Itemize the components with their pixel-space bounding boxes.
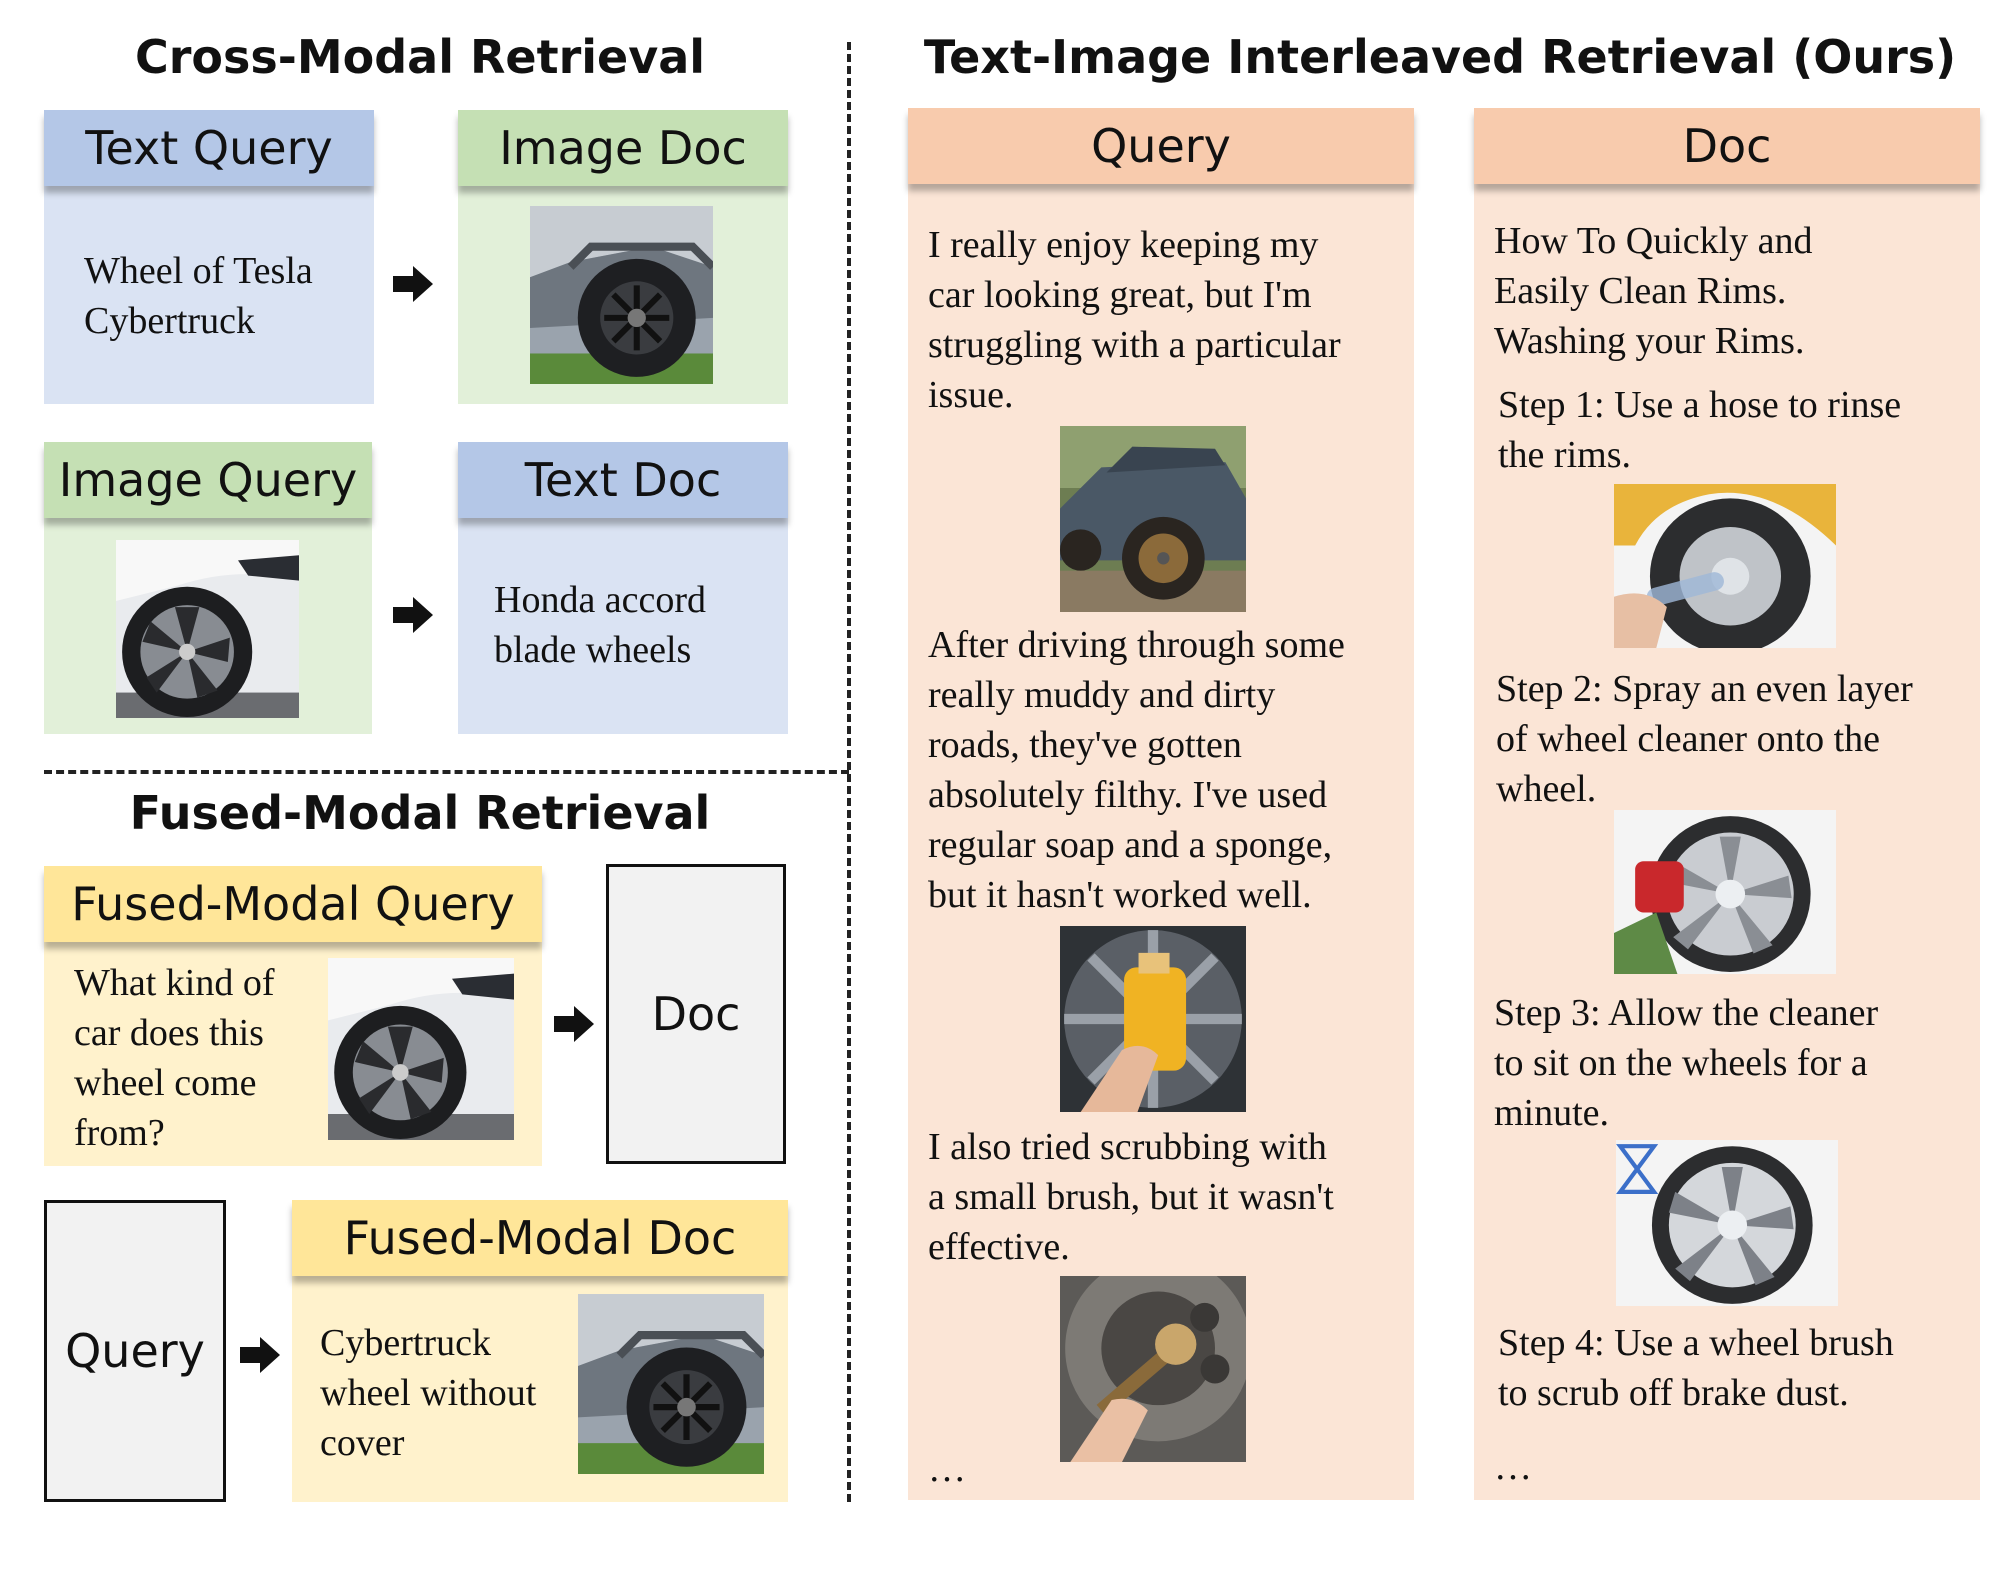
query-ellipsis: … <box>928 1448 966 1490</box>
doc-step-3: Step 3: Allow the cleaner to sit on the … <box>1494 992 1879 1134</box>
muddy-car-image <box>1060 426 1246 612</box>
sponge-soap-image <box>1060 926 1246 1112</box>
arrow-right-icon <box>393 597 433 633</box>
cybertruck-wheel-image <box>530 206 713 384</box>
doc-text-1: How To Quickly and Easily Clean Rims. Wa… <box>1494 220 1813 362</box>
doc-step-4: Step 4: Use a wheel brush to scrub off b… <box>1498 1322 1894 1414</box>
interleaved-title: Text-Image Interleaved Retrieval (Ours) <box>923 30 1957 84</box>
fused-query-header: Fused-Modal Query <box>44 866 542 942</box>
query-text-2: After driving through some really muddy … <box>928 624 1345 916</box>
fused-query-body: What kind of car does this wheel come fr… <box>74 962 275 1154</box>
doc-placeholder-box: Doc <box>606 864 786 1164</box>
fused-doc-body: Cybertruck wheel without cover <box>320 1322 537 1464</box>
hose-rinse-image <box>1614 484 1836 648</box>
interleaved-query-header: Query <box>908 108 1414 184</box>
doc-step-2: Step 2: Spray an even layer of wheel cle… <box>1496 668 1913 810</box>
text-query-body: Wheel of Tesla Cybertruck <box>84 250 313 342</box>
fused-doc-header: Fused-Modal Doc <box>292 1200 788 1276</box>
arrow-right-icon <box>554 1006 594 1042</box>
brush-scrub-image <box>1060 1276 1246 1462</box>
query-placeholder-box: Query <box>44 1200 226 1502</box>
honda-wheel-image <box>328 958 514 1140</box>
cybertruck-wheel-image <box>578 1294 764 1474</box>
arrow-right-icon <box>240 1337 280 1373</box>
doc-step-1: Step 1: Use a hose to rinse the rims. <box>1498 384 1902 476</box>
image-doc-header: Image Doc <box>458 110 788 186</box>
vertical-divider <box>847 42 851 1502</box>
text-doc-header: Text Doc <box>458 442 788 518</box>
interleaved-query-card <box>908 108 1414 1500</box>
cleaner-wait-image <box>1616 1140 1838 1306</box>
interleaved-doc-header: Doc <box>1474 108 1980 184</box>
text-query-header: Text Query <box>44 110 374 186</box>
image-query-header: Image Query <box>44 442 372 518</box>
doc-ellipsis: … <box>1494 1446 1532 1488</box>
cross-modal-title: Cross-Modal Retrieval <box>134 30 706 84</box>
arrow-right-icon <box>393 266 433 302</box>
text-doc-body: Honda accord blade wheels <box>494 579 707 671</box>
query-text-3: I also tried scrubbing with a small brus… <box>928 1126 1334 1268</box>
query-text-1: I really enjoy keeping my car looking gr… <box>928 224 1341 416</box>
honda-wheel-image <box>116 540 299 718</box>
fused-modal-title: Fused-Modal Retrieval <box>129 786 711 840</box>
horizontal-divider <box>44 770 849 774</box>
spray-cleaner-image <box>1614 810 1836 974</box>
